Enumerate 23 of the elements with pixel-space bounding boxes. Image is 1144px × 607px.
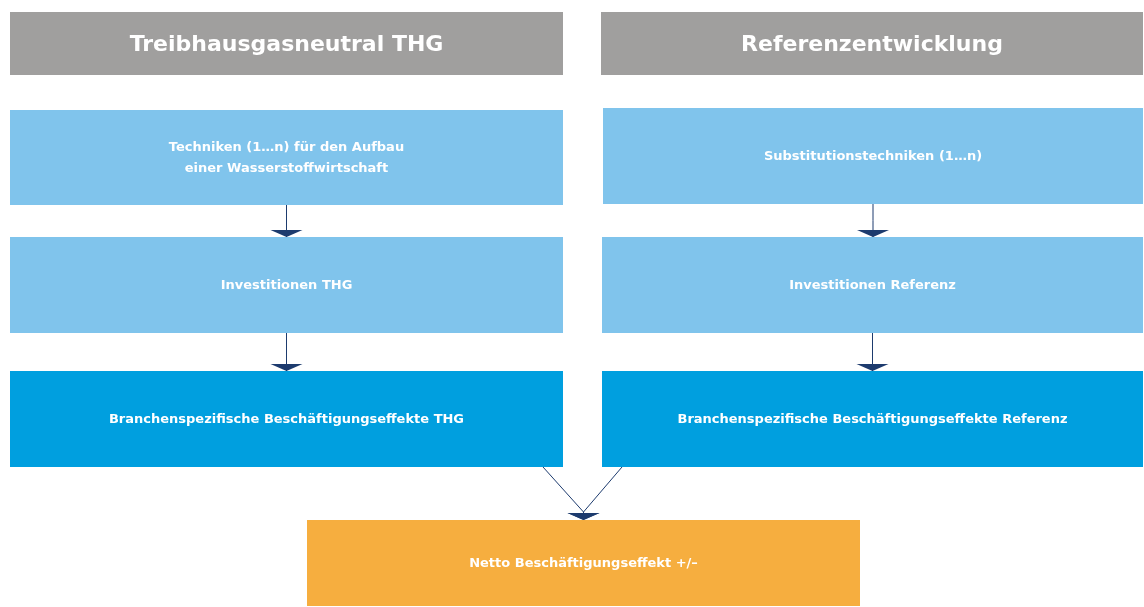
box-text: Investitionen Referenz bbox=[789, 275, 956, 294]
box-text: Branchenspezifische Beschäftigungseffekte THG bbox=[108, 409, 465, 428]
process-box bbox=[10, 371, 563, 467]
box-text: Techniken (1…n) für den Aufbau einer Wasserstoffwirtschaft bbox=[167, 137, 406, 177]
arrow bbox=[857, 203, 889, 238]
process-box bbox=[603, 108, 1143, 204]
result-box bbox=[307, 520, 860, 606]
header-bar bbox=[601, 12, 1143, 75]
box-text: Branchenspezifische Beschäftigungseffekte Referenz bbox=[677, 409, 1068, 428]
arrow bbox=[856, 332, 889, 372]
box-text: Netto Beschäftigungseffekt +/– bbox=[469, 553, 698, 572]
arrow bbox=[567, 466, 623, 521]
header-text: Treibhausgasneutral THG bbox=[129, 29, 444, 58]
arrow bbox=[270, 204, 303, 238]
process-box bbox=[602, 371, 1143, 467]
process-box bbox=[10, 110, 563, 205]
header-bar bbox=[10, 12, 563, 75]
header-text: Referenzentwicklung bbox=[741, 29, 1003, 58]
box-text: Substitutionstechniken (1…n) bbox=[763, 146, 983, 165]
arrow bbox=[270, 332, 303, 372]
process-box bbox=[10, 237, 563, 333]
process-box bbox=[602, 237, 1143, 333]
box-text: Investitionen THG bbox=[220, 275, 353, 294]
